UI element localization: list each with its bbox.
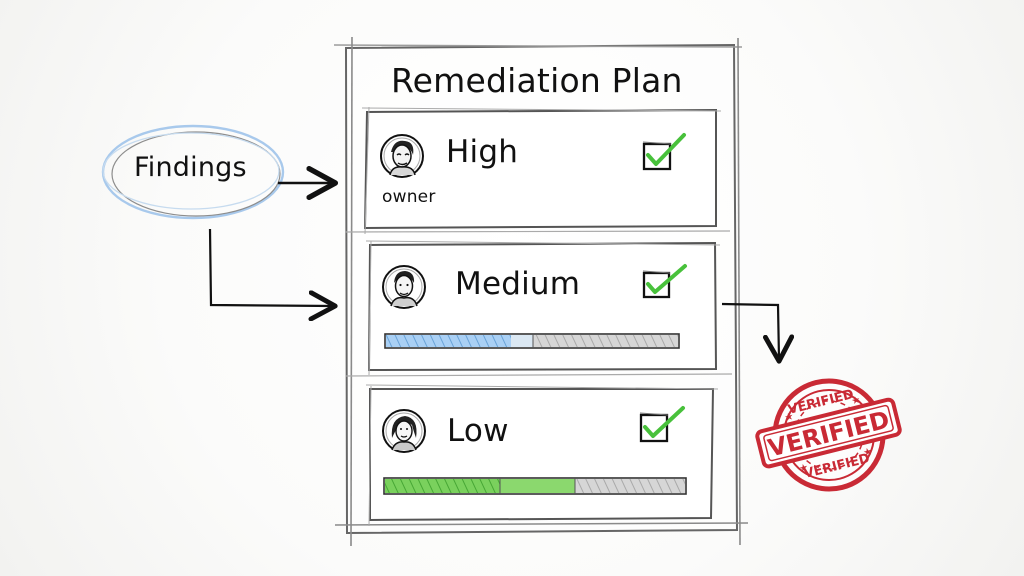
high-priority-label: High (446, 134, 519, 170)
medium-priority-label: Medium (455, 266, 581, 302)
owner-label: owner (382, 187, 436, 207)
verified-stamp: VERIFIED VERIFIED VERIFIED ★ ★ ★ ★ (755, 378, 902, 492)
medium-complete-checkbox-icon[interactable] (640, 260, 690, 304)
diagram-title: Remediation Plan (391, 61, 683, 100)
low-priority-label: Low (447, 413, 509, 449)
high-checkmark-icon (646, 133, 686, 166)
high-owner-avatar-icon (380, 134, 424, 178)
medium-owner-avatar-icon (382, 265, 426, 309)
low-checkmark-icon (643, 406, 685, 438)
stamp-star-right: ★ (850, 395, 861, 408)
low-complete-checkbox-icon[interactable] (636, 402, 686, 446)
low-owner-avatar-icon (382, 409, 426, 453)
findings-label: Findings (134, 152, 247, 183)
medium-to-verified-arrow (721, 302, 779, 359)
findings-to-medium-arrow (208, 228, 333, 306)
high-complete-checkbox-icon[interactable] (640, 130, 690, 174)
medium-checkmark-icon (646, 264, 687, 294)
stamp-star-bottom-left: ★ (798, 462, 809, 475)
low-progress-bar (383, 477, 687, 495)
medium-progress-bar (384, 333, 680, 349)
stamp-star-left: ★ (783, 411, 794, 424)
stamp-star-bottom-right: ★ (862, 446, 873, 459)
